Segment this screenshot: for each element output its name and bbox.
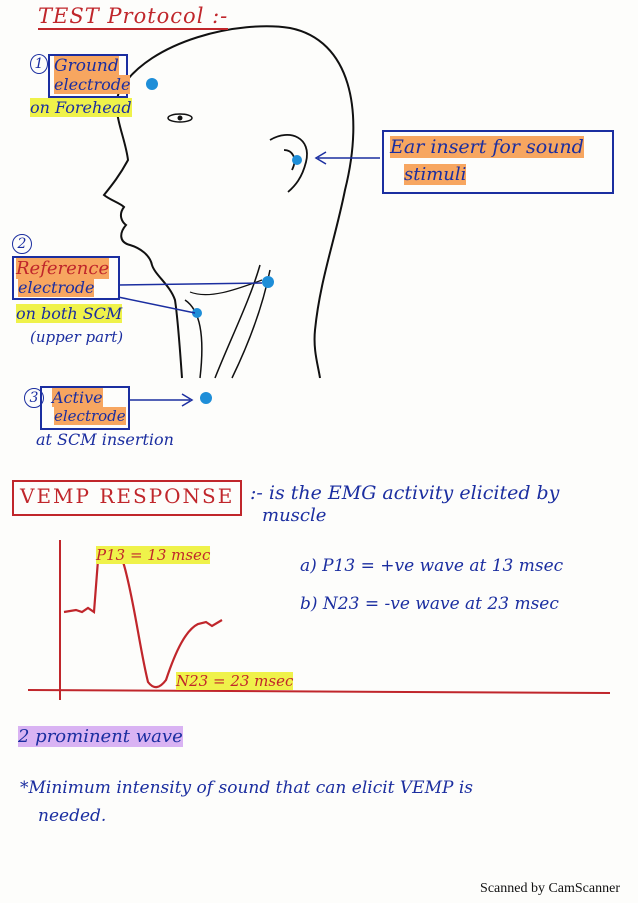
active-label-box: [40, 386, 130, 430]
active-electrode-dot: [200, 392, 212, 404]
reference-number: 2: [12, 234, 32, 254]
ground-label-line1: Ground: [54, 56, 119, 76]
ear-label-box: [382, 130, 614, 194]
vemp-description-line2: muscle: [262, 505, 327, 526]
ground-number: 1: [30, 54, 48, 74]
note-minimum-line2: needed.: [38, 806, 107, 826]
reference-label-line4: (upper part): [30, 328, 124, 346]
ground-electrode-dot: [146, 78, 158, 90]
note-p13: a) P13 = +ve wave at 13 msec: [300, 556, 564, 576]
active-number: 3: [24, 388, 44, 408]
ear-insert-dot: [292, 155, 302, 165]
ground-label-line3: on Forehead: [30, 98, 132, 117]
ear-label-line1: Ear insert for sound: [390, 136, 584, 158]
active-label-line2: electrode: [54, 407, 126, 425]
note-minimum-line1: *Minimum intensity of sound that can eli…: [20, 778, 474, 798]
p13-label: P13 = 13 msec: [96, 546, 211, 564]
vemp-description-line1: :- is the EMG activity elicited by: [250, 482, 560, 504]
vemp-title: VEMP RESPONSE: [20, 484, 235, 508]
active-label-line1: Active: [52, 388, 103, 407]
reference-label-line3: on both SCM: [16, 304, 123, 323]
reference-electrode-dot: [262, 276, 274, 288]
ear-drawing: [269, 134, 308, 193]
n23-label: N23 = 23 msec: [176, 672, 294, 690]
page-title: TEST Protocol :-: [38, 4, 229, 30]
scanner-watermark: Scanned by CamScanner: [480, 881, 620, 896]
reference-label-line1: Reference: [16, 258, 110, 279]
reference-electrode-dot-2: [192, 308, 202, 318]
note-two-waves: 2 prominent wave: [18, 726, 183, 747]
vemp-title-box: [12, 480, 242, 516]
reference-label-box: [12, 256, 120, 300]
active-label-line3: at SCM insertion: [36, 430, 174, 449]
eye-icon: [167, 113, 193, 123]
ear-label-line1-text: Ear insert for sound: [390, 136, 584, 158]
ground-label-line2: electrode: [54, 75, 131, 94]
reference-label-line2: electrode: [18, 278, 95, 297]
ear-label-line2: stimuli: [404, 164, 467, 185]
note-n23: b) N23 = -ve wave at 23 msec: [300, 594, 559, 614]
